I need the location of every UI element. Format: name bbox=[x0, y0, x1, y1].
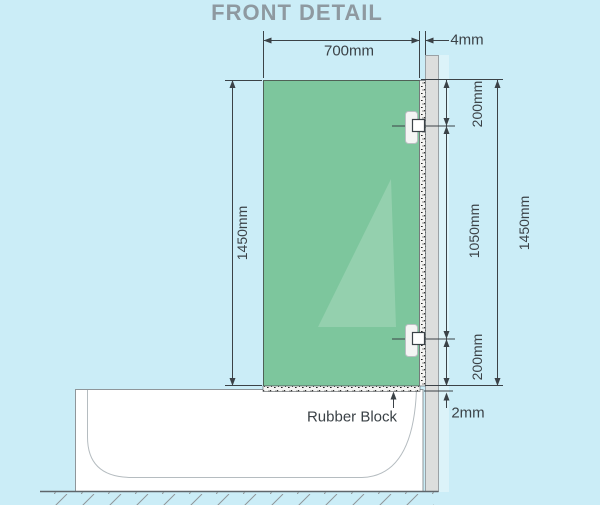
dim-right-bottom-offset-label: 200mm bbox=[469, 333, 485, 381]
dim-right-top-offset-label: 200mm bbox=[469, 80, 485, 128]
glass-reflection bbox=[318, 179, 396, 327]
dim-right-mid-span-label: 1050mm bbox=[466, 203, 482, 259]
mounting-bracket-bottom bbox=[405, 324, 426, 357]
page-title: FRONT DETAIL bbox=[211, 0, 383, 25]
dim-left-height-label: 1450mm bbox=[234, 205, 250, 261]
wall-shadow-band bbox=[439, 55, 449, 492]
dim-right-total-height-label: 1450mm bbox=[516, 195, 532, 251]
rubber-block-label: Rubber Block bbox=[306, 408, 398, 426]
bathtub bbox=[75, 389, 424, 492]
ground bbox=[40, 490, 439, 505]
bathtub-inner-contour bbox=[87, 389, 417, 478]
dim-bottom-gap-label: 2mm bbox=[451, 404, 485, 422]
dim-wall-gap-label: 4mm bbox=[450, 31, 484, 49]
mounting-bracket-top bbox=[405, 111, 426, 144]
dim-top-width-label: 700mm bbox=[323, 42, 375, 60]
ground-hatching bbox=[44, 492, 434, 505]
rubber-block-strip bbox=[262, 385, 421, 392]
wall-profile bbox=[425, 55, 439, 492]
glass-panel bbox=[263, 80, 420, 387]
wall-channel-seal bbox=[419, 80, 426, 387]
dimension-arrows bbox=[229, 37, 501, 401]
